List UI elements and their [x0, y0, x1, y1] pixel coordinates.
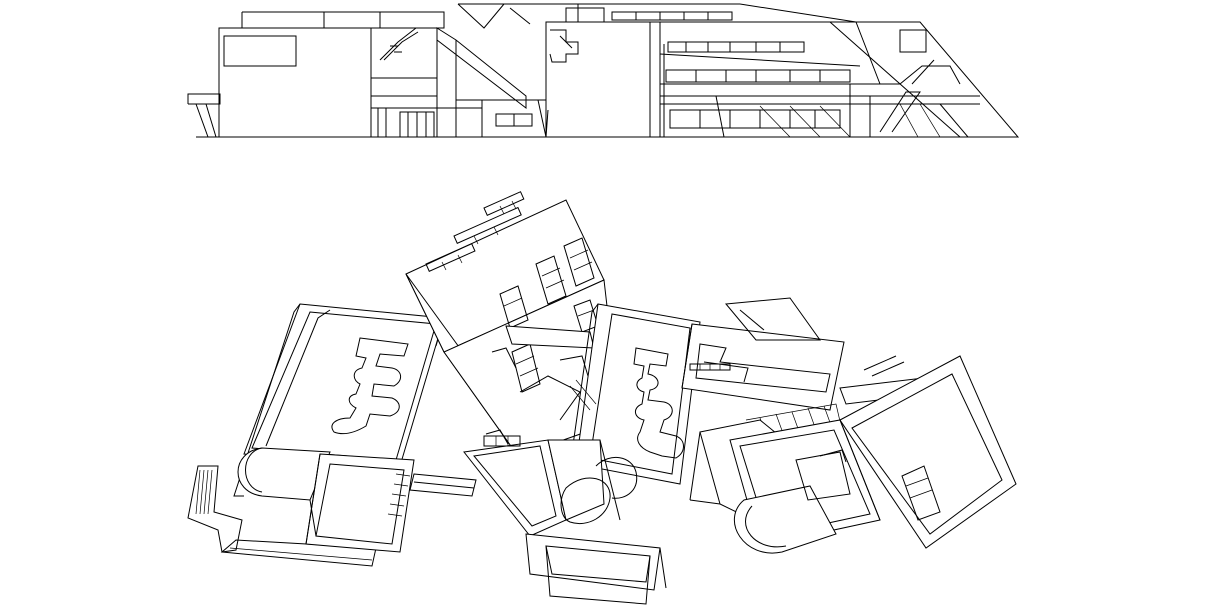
axon-angled-wing: [681, 297, 845, 411]
axon-left-base: [187, 465, 377, 567]
axon-tall-tower: [405, 191, 621, 457]
axon-bridge: [409, 473, 477, 497]
elevation-left-block: [187, 11, 445, 138]
elevation-skewed-structure: [828, 21, 1020, 138]
elevation-right-wing: [611, 3, 980, 138]
elevation-view: [187, 3, 1020, 138]
elevation-central-tower: [545, 4, 651, 138]
elevation-ramp-block: [436, 3, 740, 138]
axon-left-drum: [237, 447, 415, 553]
axonometric-view: [187, 191, 1017, 605]
axon-details: [485, 347, 847, 463]
axon-lower-middle: [463, 375, 667, 605]
elevation-middle-block: [370, 27, 482, 138]
axon-central-block: [505, 303, 701, 485]
